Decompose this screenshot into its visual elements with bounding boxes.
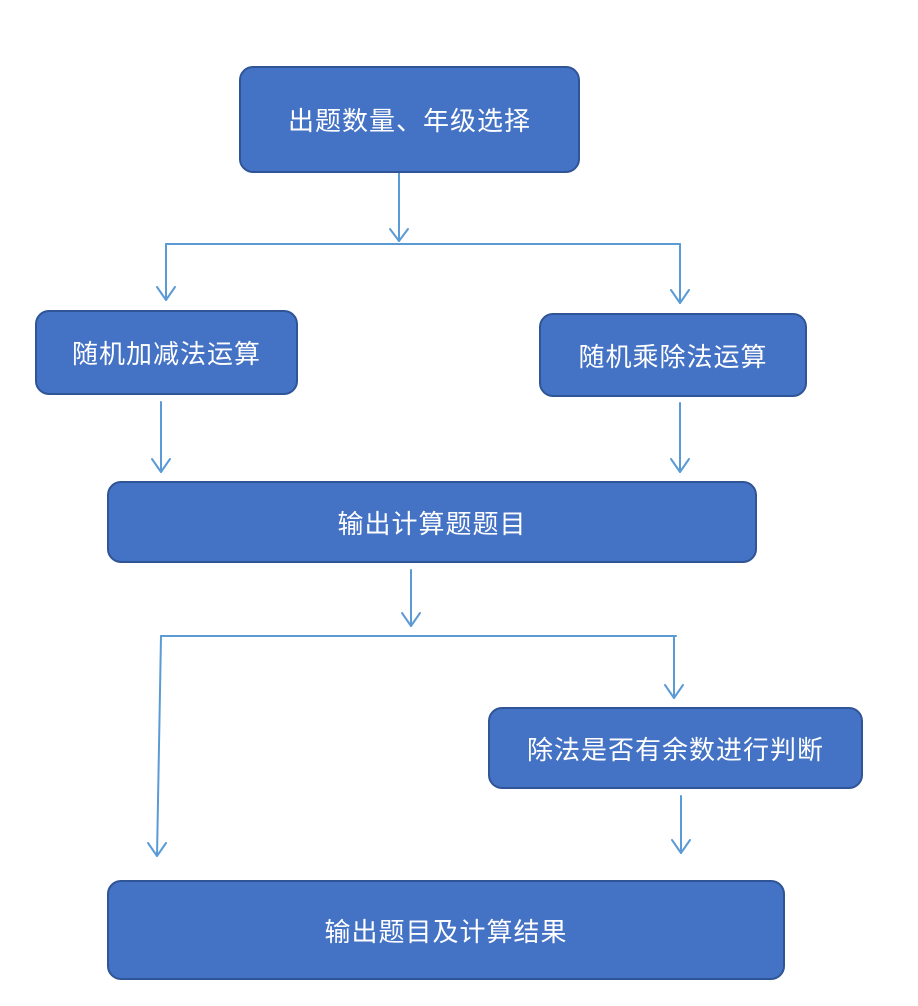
- node-add-sub: 随机加减法运算: [35, 310, 298, 395]
- arrowhead-to-remainder: [664, 684, 684, 699]
- arrowhead-to-results-left: [147, 842, 167, 857]
- node-mul-div: 随机乘除法运算: [539, 313, 807, 397]
- arrowhead-remainder-down: [671, 839, 691, 854]
- node-output-questions: 输出计算题题目: [107, 481, 757, 563]
- arrowhead-output-down: [401, 612, 421, 627]
- connector-to-results-left: [156, 635, 162, 857]
- node-output-results: 输出题目及计算结果: [107, 880, 785, 980]
- node-setup: 出题数量、年级选择: [239, 66, 580, 173]
- arrowhead-mul-div-down: [670, 458, 690, 473]
- arrowhead-setup-down: [389, 228, 409, 242]
- arrowhead-to-mul-div: [670, 289, 690, 304]
- arrowhead-to-add-sub: [156, 286, 176, 301]
- node-remainder-check: 除法是否有余数进行判断: [488, 707, 863, 789]
- arrowhead-add-sub-down: [151, 458, 171, 473]
